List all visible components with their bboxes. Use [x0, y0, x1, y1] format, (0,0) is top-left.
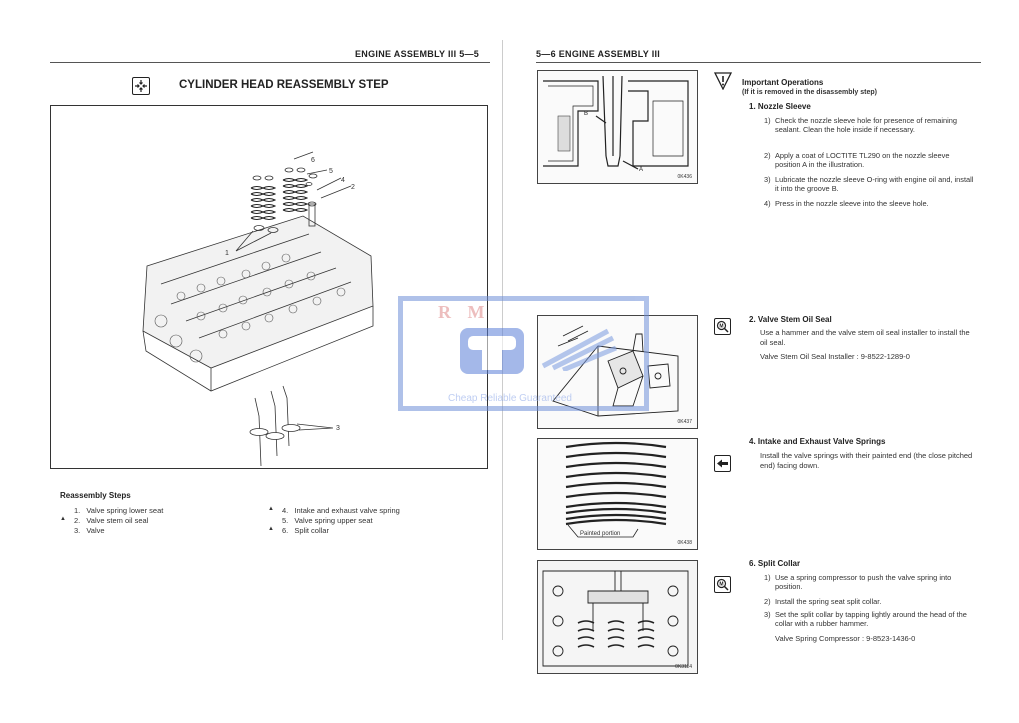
watermark-logo: [458, 326, 526, 376]
watermark: R M Cheap Reliable Guaranteed: [398, 296, 649, 411]
nozzle-step-2: 2) Apply a coat of LOCTITE TL290 on the …: [764, 151, 976, 171]
reassembly-steps-list: 1. Valve spring lower seat ▲ 2. Valve st…: [60, 506, 480, 546]
step-text: Press in the nozzle sleeve into the slee…: [775, 199, 929, 208]
left-page-header: ENGINE ASSEMBLY III 5—5: [355, 49, 480, 59]
step-1: 1. Valve spring lower seat: [74, 506, 163, 515]
right-page-header: 5—6 ENGINE ASSEMBLY III: [536, 49, 661, 59]
callout-6: 6: [311, 157, 315, 164]
step-text: Lubricate the nozzle sleeve O-ring with …: [775, 175, 974, 194]
important-operations-subtitle: (If it is removed in the disassembly ste…: [742, 89, 877, 96]
nozzle-sleeve-illustration: [538, 71, 697, 183]
watermark-lines: [538, 326, 618, 373]
callout-3: 3: [336, 425, 340, 432]
split-collar-step-2: 2) Install the spring seat split collar.: [764, 597, 976, 609]
section-nozzle-sleeve-title: 1. Nozzle Sleeve: [749, 102, 811, 111]
split-collar-tool: Valve Spring Compressor : 9-8523-1436-0: [775, 634, 916, 643]
nozzle-step-4: 4) Press in the nozzle sleeve into the s…: [764, 199, 976, 211]
step-text: Use a spring compressor to push the valv…: [775, 573, 952, 592]
magnifier-icon: M: [716, 578, 729, 591]
step-number: 4): [764, 199, 771, 208]
callout-4: 4: [341, 177, 345, 184]
arrows-in-icon: [135, 80, 147, 92]
step-6-marker: ▲: [268, 526, 274, 532]
oil-seal-tool-icon: M: [714, 318, 731, 335]
step-number: 4.: [282, 506, 289, 515]
figure-valve-spring: Painted portion 0K438: [537, 438, 698, 550]
step-number: 3): [764, 610, 771, 619]
step-6: 6. Split collar: [282, 526, 329, 535]
callout-2: 2: [351, 184, 355, 191]
step-number: 1): [764, 116, 771, 125]
important-operations-icon: [713, 72, 733, 95]
section-oil-seal-title: 2. Valve Stem Oil Seal: [749, 315, 832, 324]
step-number: 6.: [282, 526, 289, 535]
step-2-marker: ▲: [60, 516, 66, 522]
valve-springs-body: Install the valve springs with their pai…: [760, 451, 973, 470]
cylinder-head-exploded-view: [142, 151, 374, 467]
reassembly-step-icon: [132, 77, 150, 95]
arrow-left-icon: [717, 459, 728, 468]
split-collar-tool-icon: M: [714, 576, 731, 593]
nozzle-step-1: 1) Check the nozzle sleeve hole for pres…: [764, 116, 976, 146]
step-3: 3. Valve: [74, 526, 105, 535]
step-number: 3.: [74, 526, 81, 535]
watermark-letters: R M: [438, 302, 491, 322]
svg-text:M: M: [719, 581, 723, 587]
watermark-frame: [398, 296, 649, 411]
painted-portion-label: Painted portion: [580, 531, 621, 537]
figure-code: 0K438: [677, 540, 692, 546]
step-number: 5.: [282, 516, 289, 525]
figure-code: 0K437: [677, 419, 692, 425]
valve-spring-illustration: [538, 439, 697, 549]
step-text: Apply a coat of LOCTITE TL290 on the noz…: [775, 151, 950, 170]
magnifier-icon: M: [716, 320, 729, 333]
oil-seal-body: Use a hammer and the valve stem oil seal…: [760, 328, 970, 347]
exploded-diagram-frame: 6 5 4 2 1 3: [50, 105, 488, 469]
watermark-tagline: Cheap Reliable Guaranteed: [448, 393, 572, 404]
step-text: Valve spring upper seat: [294, 516, 373, 525]
page-title: CYLINDER HEAD REASSEMBLY STEP: [179, 79, 389, 91]
step-number: 1): [764, 573, 771, 582]
split-collar-step-3: 3) Set the split collar by tapping light…: [764, 610, 976, 630]
figure-code: 0K436: [677, 174, 692, 180]
callout-5: 5: [329, 168, 333, 175]
split-collar-step-1: 1) Use a spring compressor to push the v…: [764, 573, 976, 593]
figure-label-b: B: [584, 111, 589, 117]
step-text: Intake and exhaust valve spring: [294, 506, 400, 515]
step-number: 2): [764, 151, 771, 160]
callout-1: 1: [225, 250, 229, 257]
step-text: Valve: [86, 526, 105, 535]
step-4: 4. Intake and exhaust valve spring: [282, 506, 400, 515]
step-text: Valve spring lower seat: [86, 506, 164, 515]
step-number: 1.: [74, 506, 81, 515]
important-operations-title: Important Operations: [742, 78, 824, 87]
nozzle-step-3: 3) Lubricate the nozzle sleeve O-ring wi…: [764, 175, 976, 195]
step-text: Valve stem oil seal: [86, 516, 149, 525]
left-header-rule: [50, 62, 490, 63]
step-5: 5. Valve spring upper seat: [282, 516, 373, 525]
step-2: 2. Valve stem oil seal: [74, 516, 148, 525]
spring-compressor-illustration: [538, 561, 697, 673]
figure-nozzle-sleeve: B A 0K436: [537, 70, 698, 184]
section-valve-springs-title: 4. Intake and Exhaust Valve Springs: [749, 437, 886, 446]
step-text: Install the spring seat split collar.: [775, 597, 882, 606]
step-text: Split collar: [294, 526, 329, 535]
right-header-rule: [536, 62, 981, 63]
step-number: 2.: [74, 516, 81, 525]
step-text: Set the split collar by tapping lightly …: [775, 610, 967, 629]
spring-direction-icon: [714, 455, 731, 472]
figure-split-collar: 0K3114: [537, 560, 698, 674]
section-split-collar-title: 6. Split Collar: [749, 559, 801, 568]
step-4-marker: ▲: [268, 506, 274, 512]
svg-text:M: M: [719, 323, 723, 329]
step-number: 3): [764, 175, 771, 184]
oil-seal-tool: Valve Stem Oil Seal Installer : 9-8522-1…: [760, 352, 910, 361]
step-text: Check the nozzle sleeve hole for presenc…: [775, 116, 957, 135]
reassembly-steps-heading: Reassembly Steps: [60, 491, 131, 500]
step-number: 2): [764, 597, 771, 606]
figure-code: 0K3114: [675, 664, 692, 670]
figure-label-a: A: [639, 167, 644, 173]
